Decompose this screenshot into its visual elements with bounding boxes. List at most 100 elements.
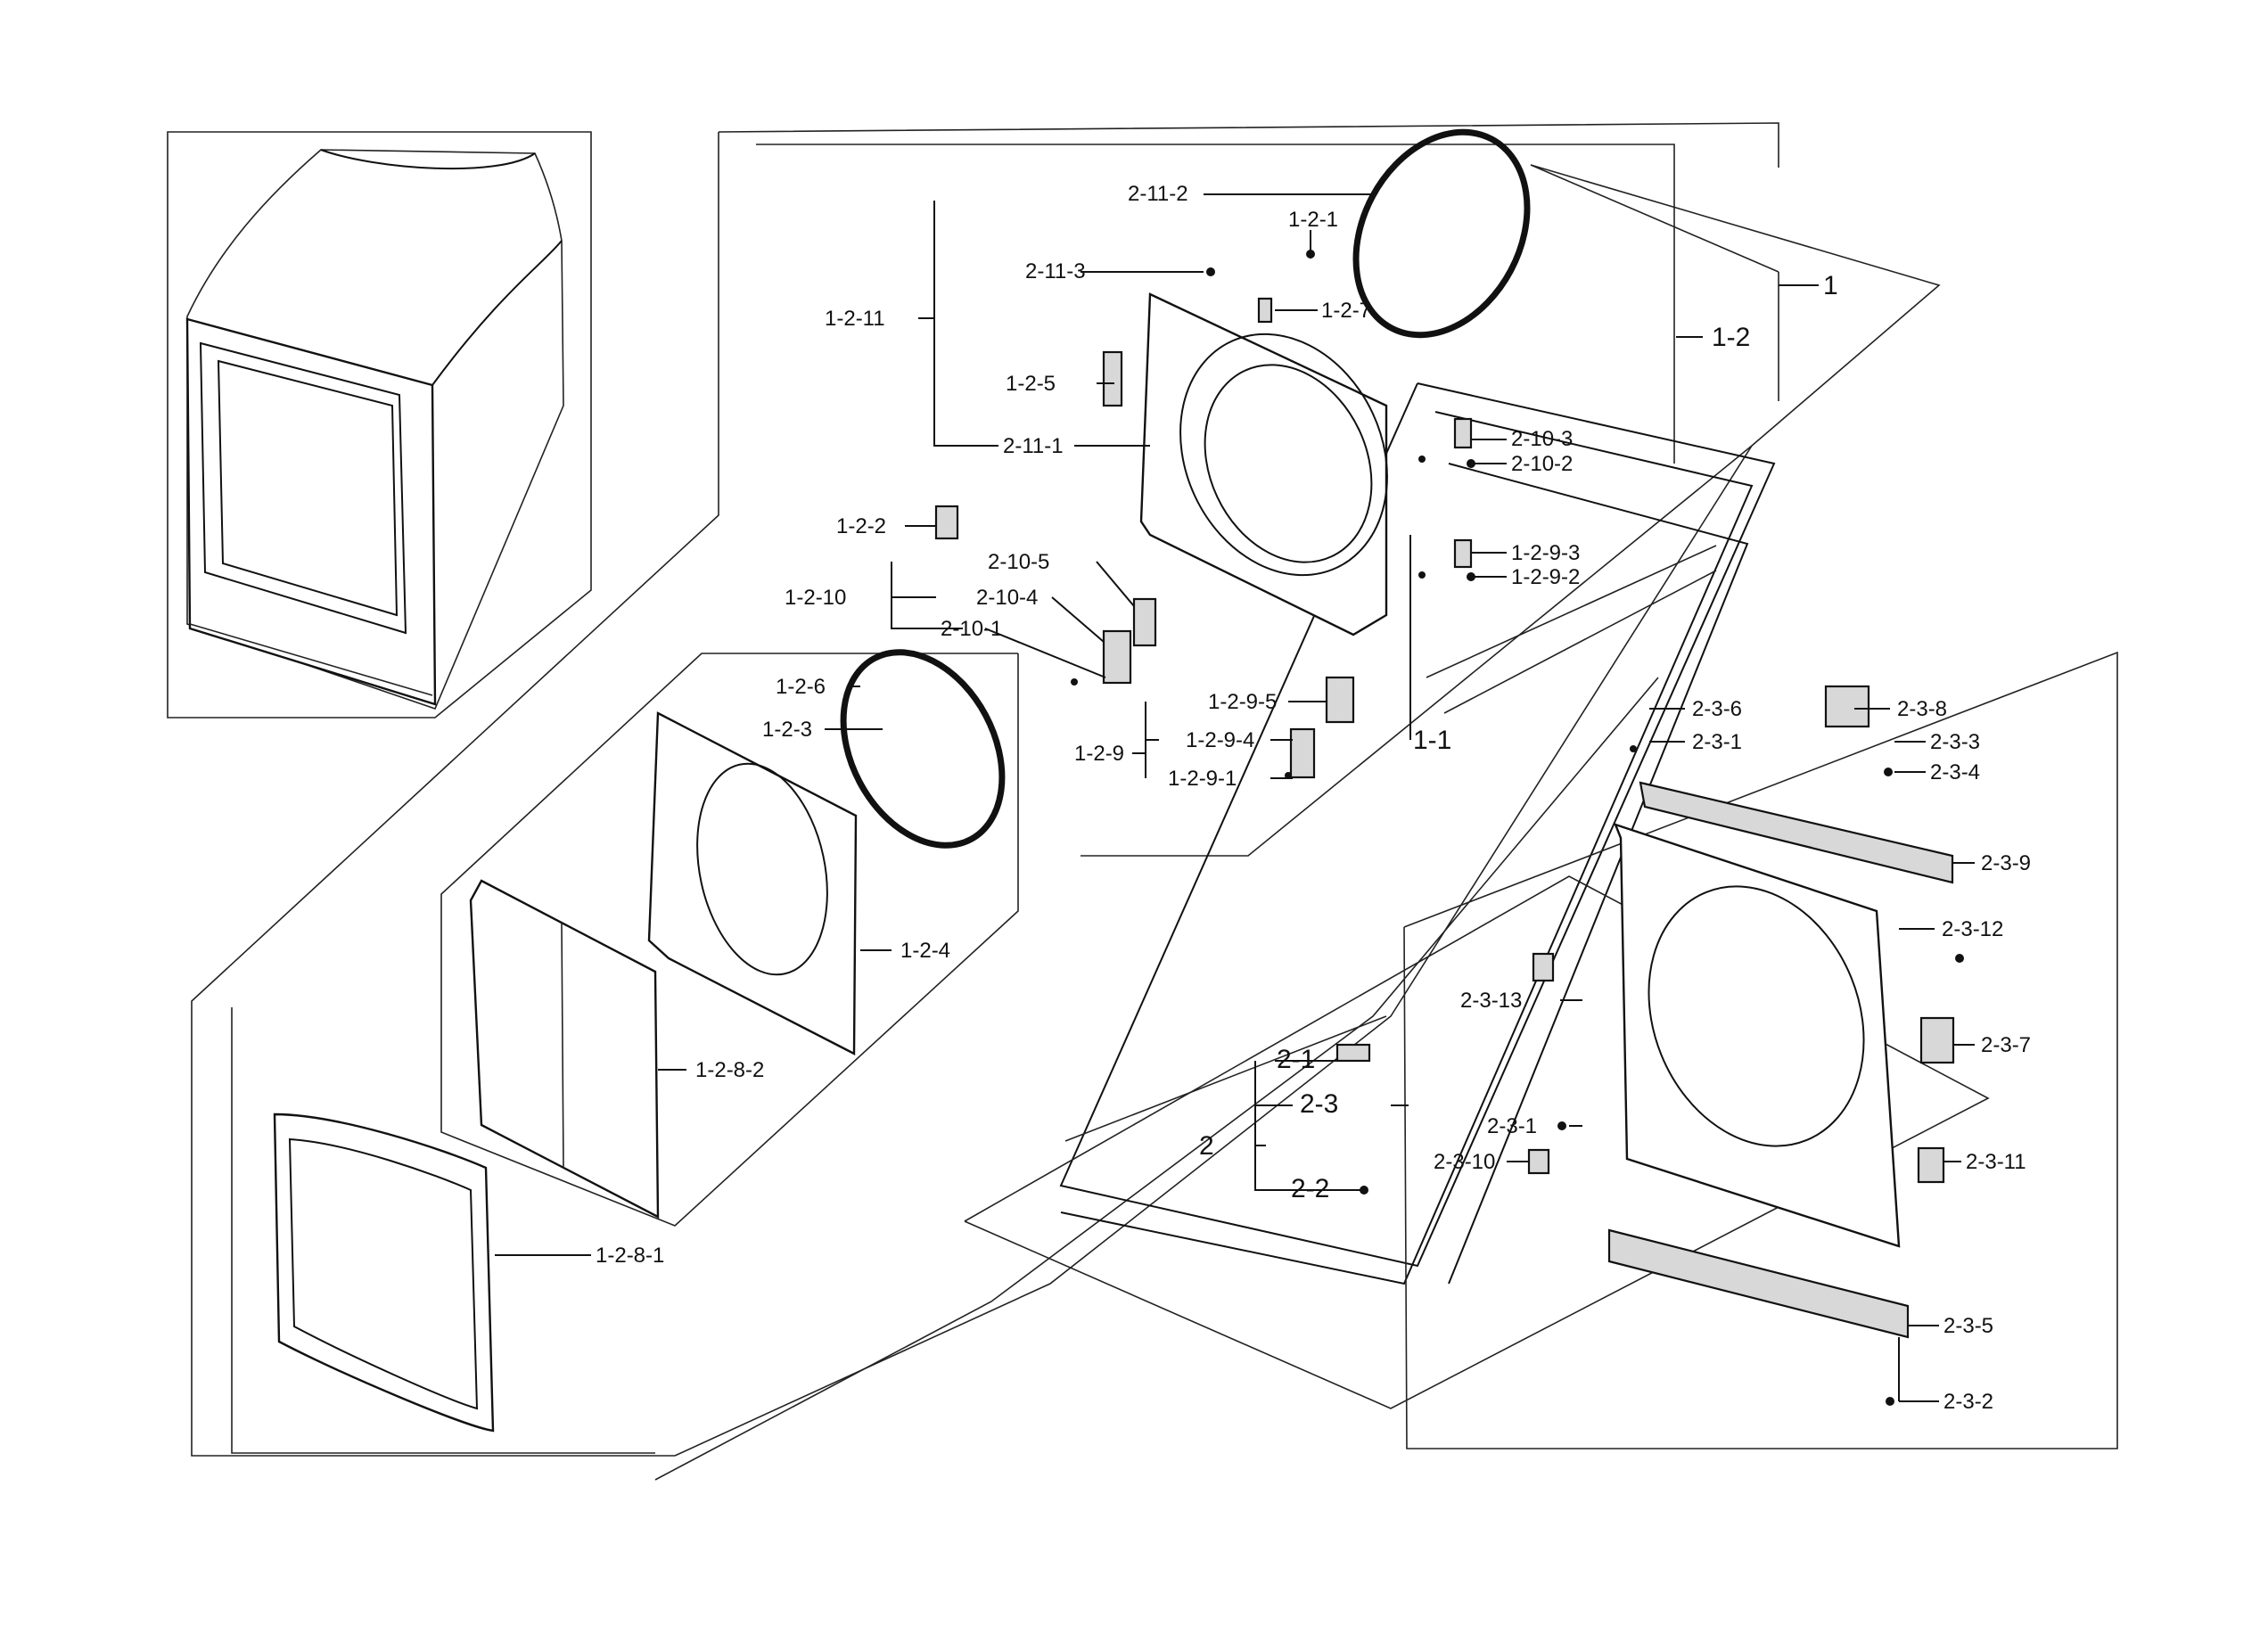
bracket-1-2-9-5: [1325, 676, 1355, 724]
hinge-parts: [934, 417, 1473, 779]
panel-diag-a: [1081, 445, 1753, 857]
callout-2-3-1-mid: 2-3-1: [1487, 1114, 1537, 1138]
dryer-front-panel: [185, 317, 437, 706]
door-panel-1-2-8-2: [469, 879, 660, 1219]
callout-2-10-2: 2-10-2: [1511, 452, 1573, 476]
frame-main-outline: [191, 132, 719, 1457]
door-frame-outer: [273, 1113, 495, 1433]
callout-1-2-2: 1-2-2: [836, 514, 886, 538]
frame-1-2-top: [718, 122, 1779, 168]
frame-1-2-inner: [756, 144, 1675, 464]
cover-2-3-11: [1917, 1146, 1945, 1184]
callout-2-10-1: 2-10-1: [941, 617, 1002, 641]
callout-1-2-3: 1-2-3: [762, 718, 812, 742]
hinge-1-2-5: [1102, 350, 1123, 407]
callout-1-2-8-2: 1-2-8-2: [695, 1058, 764, 1082]
frame-2-outer: [1403, 651, 2118, 1449]
callout-1-2-9-3: 1-2-9-3: [1511, 541, 1580, 565]
door-frame-inner: [288, 1137, 479, 1410]
frame-2-link: [1064, 1015, 1387, 1142]
callout-2-3-11: 2-3-11: [1966, 1150, 2026, 1174]
callout-2-3-8: 2-3-8: [1897, 697, 1947, 721]
top-bracket-2-3-9: [1639, 781, 1954, 884]
kickplate-2-3-5: [1607, 1228, 1910, 1339]
callout-2-1: 2-1: [1277, 1045, 1315, 1074]
strip-1: [1059, 382, 1776, 1268]
callout-2-3-6: 2-3-6: [1692, 697, 1742, 721]
cabinet-front-opening: [1648, 885, 1865, 1147]
callout-1-2-8-1: 1-2-8-1: [596, 1244, 664, 1268]
callout-1-2-9: 1-2-9: [1074, 742, 1124, 766]
dryer-side-edge: [431, 240, 563, 386]
dryer-door-window: [217, 359, 399, 617]
callout-2-3-5: 2-3-5: [1943, 1314, 1993, 1338]
door-gasket-ring-2-11-2: [1352, 128, 1531, 339]
callout-2-3-2: 2-3-2: [1943, 1390, 1993, 1414]
callout-2: 2: [1199, 1131, 1214, 1161]
inner-frame-1: [440, 653, 1019, 1227]
front-bezel-part: [1102, 292, 1388, 636]
callout-2-2: 2-2: [1291, 1174, 1329, 1203]
frame-2-plane: [964, 875, 1990, 1409]
door-inner-1-2-4: [647, 711, 858, 1055]
fastener-dots: [1071, 250, 1964, 1406]
callout-2-3-13: 2-3-13: [1460, 989, 1522, 1013]
callout-1-2-9-4: 1-2-9-4: [1186, 728, 1254, 752]
callout-1-2-9-5: 1-2-9-5: [1208, 690, 1277, 714]
assembly-1-frames: [191, 122, 1941, 1481]
door-frame-1-2-8-1: [273, 1113, 495, 1433]
front-bezel-opening-inner: [1204, 364, 1373, 563]
callout-1-2-1: 1-2-1: [1288, 208, 1338, 232]
callout-1-1: 1-1: [1413, 726, 1451, 755]
strip-2: [1060, 411, 1754, 1285]
panel-back-2: [1530, 164, 1779, 273]
callout-1-2-4: 1-2-4: [900, 939, 950, 963]
hinge-2-10-3: [1453, 417, 1473, 449]
callout-1-2-5: 1-2-5: [1006, 372, 1056, 396]
callout-2-10-5: 2-10-5: [988, 550, 1049, 574]
inner-frame-2: [231, 1007, 655, 1454]
callout-1-2-11: 1-2-11: [825, 307, 885, 331]
callout-1: 1: [1823, 271, 1838, 300]
panel-long-diag-2: [654, 677, 1659, 1481]
hinge-2-10-4: [1102, 629, 1132, 685]
callout-1-2-7: 1-2-7: [1321, 299, 1371, 323]
callout-2-11-1: 2-11-1: [1003, 434, 1064, 458]
callout-1-2-9-1: 1-2-9-1: [1168, 767, 1237, 791]
callout-2-3-4: 2-3-4: [1930, 760, 1980, 784]
door-inner-opening: [696, 762, 828, 976]
door-glass-ring-1-2-3: [840, 649, 1006, 849]
callout-1-2-9-2: 1-2-9-2: [1511, 565, 1580, 589]
door-panel-plate: [469, 879, 660, 1219]
hinge-2-10-5: [1132, 597, 1157, 647]
panel-back-1: [1530, 164, 1941, 447]
assembled-dryer-inset: [167, 131, 592, 718]
callout-1-2-10: 1-2-10: [785, 586, 846, 610]
callout-2-3-12: 2-3-12: [1942, 917, 2003, 941]
callout-2-3-7: 2-3-7: [1981, 1033, 2031, 1057]
front-bezel-opening: [1179, 333, 1388, 577]
callout-2-3-1-top: 2-3-1: [1692, 730, 1742, 754]
strip-link-a: [1426, 545, 1717, 678]
strip-link-b: [1443, 570, 1717, 714]
callout-2-10-4: 2-10-4: [976, 586, 1038, 610]
switch-2-1: [1335, 1043, 1371, 1063]
dryer-door: [199, 341, 407, 635]
callout-1-2-6: 1-2-6: [776, 675, 826, 699]
hinge-1-2-2: [934, 505, 959, 540]
callout-1-2: 1-2: [1712, 323, 1750, 352]
callout-2-11-2: 2-11-2: [1128, 182, 1188, 206]
hinge-2-3-7: [1919, 1016, 1955, 1064]
dryer-base-line: [189, 623, 433, 696]
strip-3: [1448, 463, 1749, 1285]
cabinet-front-plate: [1613, 823, 1901, 1248]
callout-2-3-9: 2-3-9: [1981, 851, 2031, 875]
callout-2-3: 2-3: [1300, 1089, 1338, 1119]
hinge-2-3-8: [1824, 685, 1870, 728]
bracket-1-2-9-4: [1289, 727, 1316, 779]
inset-frame: [167, 131, 592, 718]
assembly-2-frames: [964, 651, 2118, 1449]
callout-2-11-3: 2-11-3: [1025, 259, 1086, 283]
